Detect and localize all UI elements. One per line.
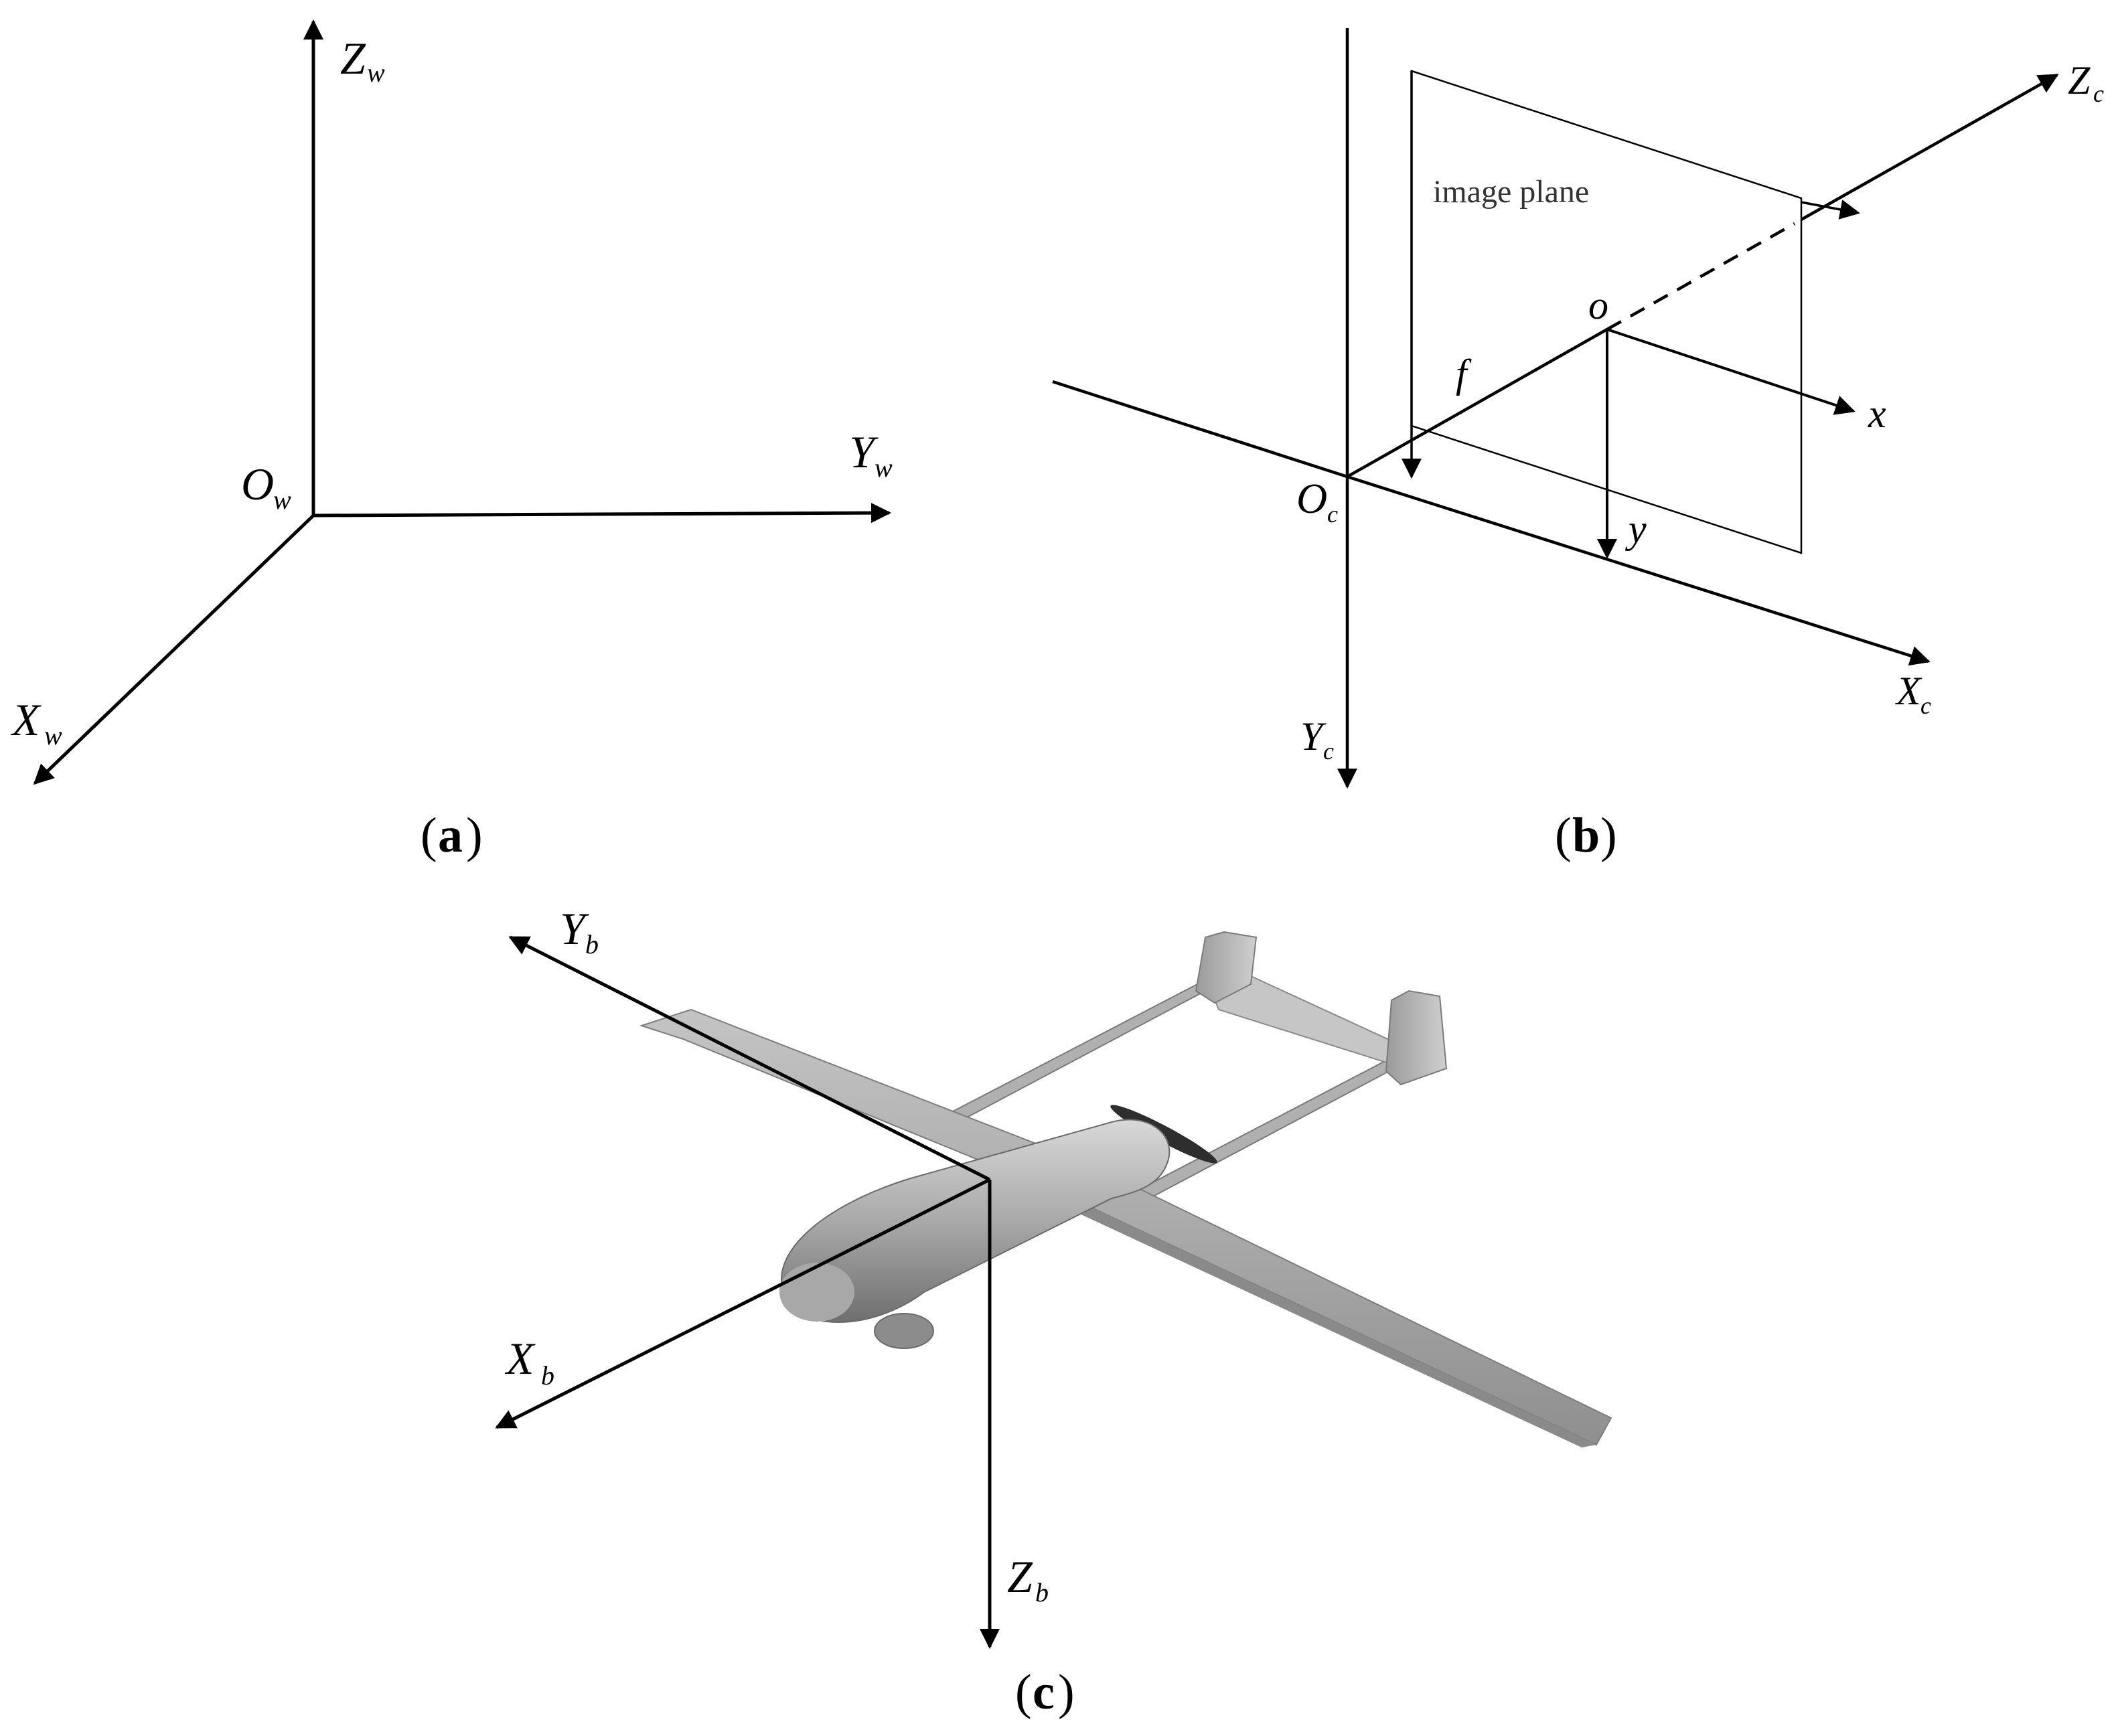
uav-model-image xyxy=(639,931,1612,1447)
svg-text:O: O xyxy=(1296,475,1327,522)
svg-text:c: c xyxy=(2093,80,2104,107)
panel-a-world-frame: Z w Y w O w X w ( a ) xyxy=(10,19,893,863)
svg-text:): ) xyxy=(1058,1665,1075,1720)
svg-text:Y: Y xyxy=(1300,714,1327,759)
main-wing xyxy=(639,1008,1612,1446)
zc-label: Z c xyxy=(2068,58,2104,107)
svg-text:Z: Z xyxy=(2068,58,2091,102)
zw-label: Z w xyxy=(340,33,385,88)
camera-pod xyxy=(874,1313,934,1349)
zc-axis-line xyxy=(1800,74,2059,221)
svg-text:(: ( xyxy=(1015,1665,1032,1720)
fuselage-nose xyxy=(779,1263,854,1322)
panel-c-body-frame: Y b X b Z b ( c ) xyxy=(495,903,1612,1720)
yb-label: Y b xyxy=(560,903,599,959)
svg-text:): ) xyxy=(466,808,483,863)
caption-b: ( b ) xyxy=(1555,808,1617,863)
panel-b-camera-frame: Z c image plane o f x y O c X c Y c ( b … xyxy=(1052,28,2104,863)
svg-text:X: X xyxy=(504,1333,536,1384)
caption-c: ( c ) xyxy=(1015,1665,1075,1720)
svg-text:w: w xyxy=(367,58,385,88)
svg-text:Y: Y xyxy=(849,426,879,477)
vertical-fin-right xyxy=(1385,990,1448,1086)
svg-text:b: b xyxy=(585,929,599,959)
svg-text:w: w xyxy=(875,453,893,483)
ow-label: O w xyxy=(241,459,291,515)
zb-label: Z b xyxy=(1007,1551,1049,1607)
svg-text:b: b xyxy=(1572,808,1600,863)
optical-axis-solid xyxy=(1346,328,1608,478)
svg-text:c: c xyxy=(1327,501,1338,528)
plane-crossing-arrow xyxy=(1801,200,1860,220)
svg-text:(: ( xyxy=(1555,808,1572,863)
svg-text:b: b xyxy=(541,1360,554,1391)
svg-text:w: w xyxy=(44,720,62,751)
image-x-label: x xyxy=(1868,392,1886,436)
svg-text:w: w xyxy=(273,485,291,515)
main-wing-trailing-edge xyxy=(1058,1196,1596,1447)
svg-text:Z: Z xyxy=(1007,1551,1033,1602)
svg-text:X: X xyxy=(1895,669,1922,713)
svg-text:c: c xyxy=(1920,692,1931,719)
image-x-axis-line xyxy=(1606,328,1856,415)
xc-axis-back-line xyxy=(1052,380,1348,479)
svg-text:Z: Z xyxy=(340,33,366,84)
xw-axis-line xyxy=(33,514,315,785)
xw-label: X w xyxy=(10,694,62,751)
caption-a: ( a ) xyxy=(421,808,483,863)
yw-label: Y w xyxy=(849,426,893,483)
image-plane-label: image plane xyxy=(1433,174,1589,210)
svg-text:(: ( xyxy=(421,808,437,863)
principal-point-label: o xyxy=(1588,283,1608,327)
svg-text:O: O xyxy=(241,459,274,509)
svg-text:Y: Y xyxy=(560,903,589,954)
svg-text:a: a xyxy=(438,808,463,863)
yc-label: Y c xyxy=(1300,714,1334,765)
vertical-fin-left xyxy=(1195,931,1258,1004)
yb-axis-line xyxy=(508,935,991,1182)
tail-boom-left xyxy=(936,981,1207,1130)
image-y-label: y xyxy=(1624,507,1647,551)
xb-axis-line xyxy=(495,1178,991,1429)
svg-text:): ) xyxy=(1600,808,1617,863)
svg-text:c: c xyxy=(1033,1665,1055,1720)
optical-axis-dashed xyxy=(1606,222,1796,331)
xb-label: X b xyxy=(504,1333,554,1391)
oc-label: O c xyxy=(1296,475,1338,528)
fuselage xyxy=(780,1119,1170,1323)
svg-text:X: X xyxy=(10,694,42,745)
xc-axis-line xyxy=(1347,475,1931,666)
svg-text:c: c xyxy=(1323,738,1334,765)
focal-length-label: f xyxy=(1456,351,1472,396)
yw-axis-line xyxy=(313,503,891,524)
xc-label: X c xyxy=(1895,669,1931,719)
svg-text:b: b xyxy=(1035,1577,1049,1607)
